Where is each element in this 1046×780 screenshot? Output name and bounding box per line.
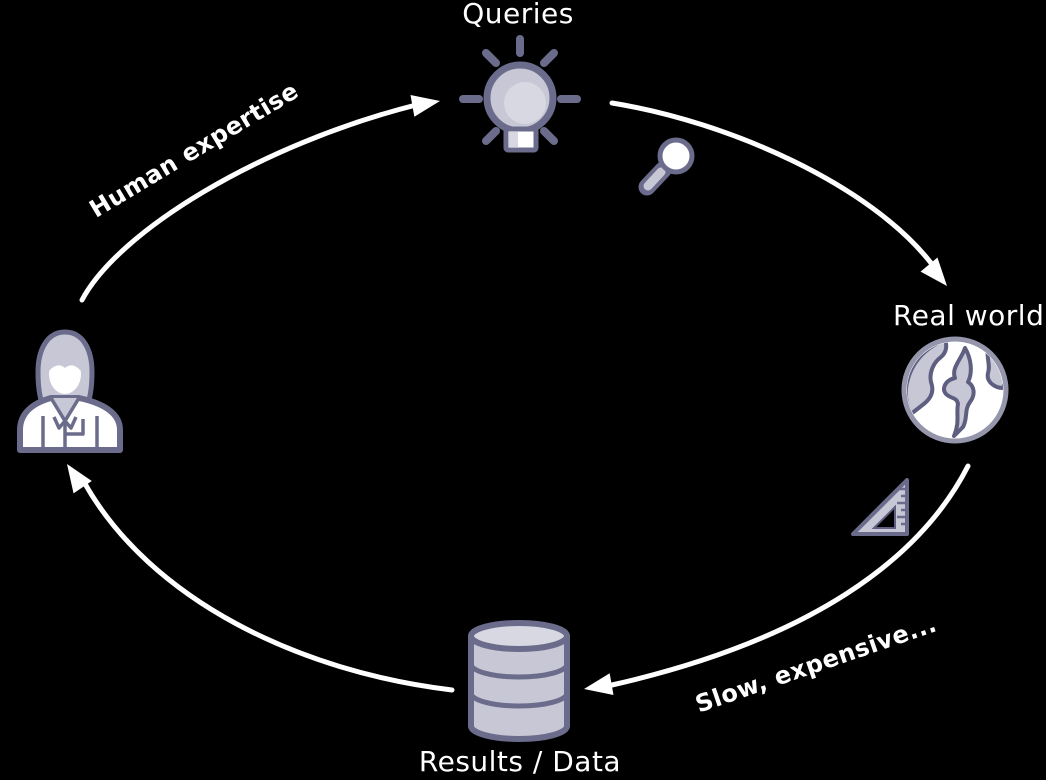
arrowhead-to-queries [410, 95, 440, 117]
arrowhead-to-results [584, 673, 614, 695]
arc-scientist-to-queries [79, 102, 419, 303]
scientist-icon [17, 329, 123, 453]
arrowhead-to-realworld [920, 257, 947, 286]
database-icon [468, 620, 570, 742]
lightbulb-icon [459, 35, 581, 153]
real-world-label: Real world [893, 299, 1045, 332]
queries-label: Queries [462, 0, 574, 30]
globe-icon [901, 336, 1009, 444]
arc-realworld-to-results [609, 463, 971, 688]
arrowhead-to-scientist [67, 464, 92, 494]
arc-queries-to-realworld [609, 100, 934, 266]
triangle-ruler-icon [851, 478, 909, 536]
magnifier-icon [638, 137, 695, 196]
arc-results-to-scientist [81, 479, 455, 693]
results-data-label: Results / Data [418, 745, 622, 778]
